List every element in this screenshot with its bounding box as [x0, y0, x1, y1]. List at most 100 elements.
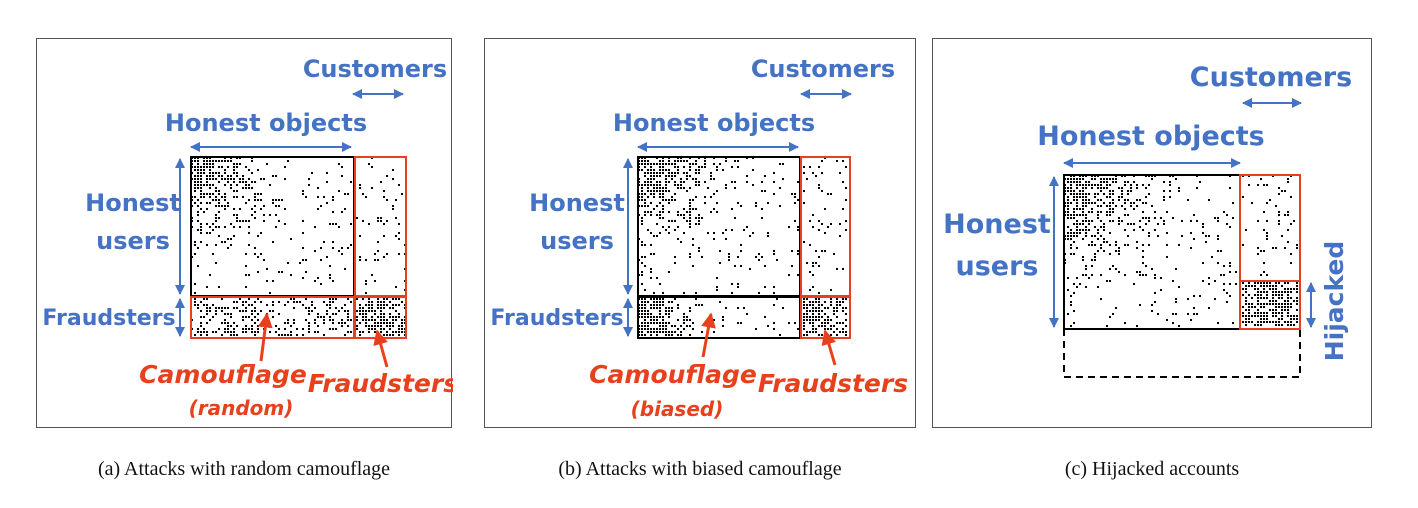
matrix-dot [212, 178, 214, 180]
matrix-dot [1115, 250, 1117, 252]
matrix-dot [1172, 280, 1174, 282]
matrix-dot [716, 289, 718, 291]
matrix-dot [377, 301, 379, 303]
matrix-dot [1079, 181, 1081, 183]
matrix-dot [1142, 217, 1144, 219]
matrix-dot [1254, 282, 1256, 284]
matrix-dot [1097, 238, 1099, 240]
matrix-dot [359, 259, 361, 261]
matrix-dot [1275, 285, 1277, 287]
matrix-dot [755, 205, 757, 207]
matrix-dot [233, 235, 235, 237]
matrix-dot [1106, 325, 1108, 327]
matrix-dot [245, 187, 247, 189]
matrix-dot [197, 328, 199, 330]
matrix-dot [206, 175, 208, 177]
matrix-dot [674, 163, 676, 165]
matrix-dot [647, 325, 649, 327]
matrix-dot [1196, 313, 1198, 315]
matrix-dot [1115, 205, 1117, 207]
matrix-dot [1275, 282, 1277, 284]
matrix-dot [218, 217, 220, 219]
matrix-dot [383, 313, 385, 315]
matrix-dot [647, 313, 649, 315]
matrix-dot [1269, 300, 1271, 302]
matrix-dot [212, 163, 214, 165]
matrix-dot [1260, 274, 1262, 276]
matrix-dot [209, 184, 211, 186]
matrix-dot [1263, 291, 1265, 293]
matrix-dot [251, 310, 253, 312]
matrix-dot [293, 301, 295, 303]
matrix-dot [395, 319, 397, 321]
matrix-dot [1070, 247, 1072, 249]
matrix-dot [1148, 244, 1150, 246]
matrix-dot [695, 163, 697, 165]
matrix-dot [341, 166, 343, 168]
matrix-dot [218, 175, 220, 177]
matrix-dot [683, 313, 685, 315]
matrix-dot [302, 328, 304, 330]
matrix-dot [689, 256, 691, 258]
matrix-dot [260, 208, 262, 210]
honest-objects-label: Honest objects [165, 109, 367, 137]
matrix-dot [1130, 223, 1132, 225]
matrix-dot [674, 181, 676, 183]
matrix-dot [773, 181, 775, 183]
matrix-dot [398, 331, 400, 333]
matrix-dot [806, 334, 808, 336]
matrix-dot [194, 283, 196, 285]
matrix-dot [1124, 181, 1126, 183]
matrix-dot [326, 304, 328, 306]
matrix-dot [1091, 184, 1093, 186]
matrix-dot [821, 304, 823, 306]
matrix-dot [248, 304, 250, 306]
matrix-dot [266, 304, 268, 306]
matrix-dot [1229, 265, 1231, 267]
matrix-dot [689, 169, 691, 171]
matrix-dot [1070, 235, 1072, 237]
matrix-dot [836, 301, 838, 303]
matrix-dot [641, 262, 643, 264]
matrix-dot [695, 178, 697, 180]
matrix-dot [296, 301, 298, 303]
matrix-dot [275, 226, 277, 228]
matrix-dot [752, 232, 754, 234]
matrix-dot [1178, 190, 1180, 192]
matrix-dot [1190, 247, 1192, 249]
matrix-dot [254, 205, 256, 207]
matrix-dot [650, 175, 652, 177]
matrix-dot [680, 160, 682, 162]
matrix-dot [764, 286, 766, 288]
matrix-dot [677, 211, 679, 213]
matrix-dot [347, 310, 349, 312]
matrix-dot [689, 253, 691, 255]
matrix-dot [641, 205, 643, 207]
matrix-dot [1082, 223, 1084, 225]
matrix-dot [845, 166, 847, 168]
matrix-dot [839, 304, 841, 306]
matrix-dot [1263, 229, 1265, 231]
matrix-dot [1067, 202, 1069, 204]
matrix-dot [686, 316, 688, 318]
matrix-dot [1124, 214, 1126, 216]
matrix-dot [725, 307, 727, 309]
matrix-dot [194, 166, 196, 168]
matrix-dot [641, 160, 643, 162]
matrix-dot [1073, 223, 1075, 225]
matrix-dot [203, 331, 205, 333]
matrix-dot [644, 211, 646, 213]
matrix-dot [224, 226, 226, 228]
matrix-dot [203, 328, 205, 330]
matrix-dot [209, 193, 211, 195]
matrix-dot [818, 334, 820, 336]
matrix-dot [359, 334, 361, 336]
honest-users-label-line1: Honest [529, 189, 625, 217]
matrix-dot [1257, 288, 1259, 290]
matrix-dot [224, 319, 226, 321]
matrix-dot [251, 313, 253, 315]
matrix-dot [644, 328, 646, 330]
matrix-dot [830, 289, 832, 291]
matrix-dot [1211, 256, 1213, 258]
matrix-dot [359, 310, 361, 312]
